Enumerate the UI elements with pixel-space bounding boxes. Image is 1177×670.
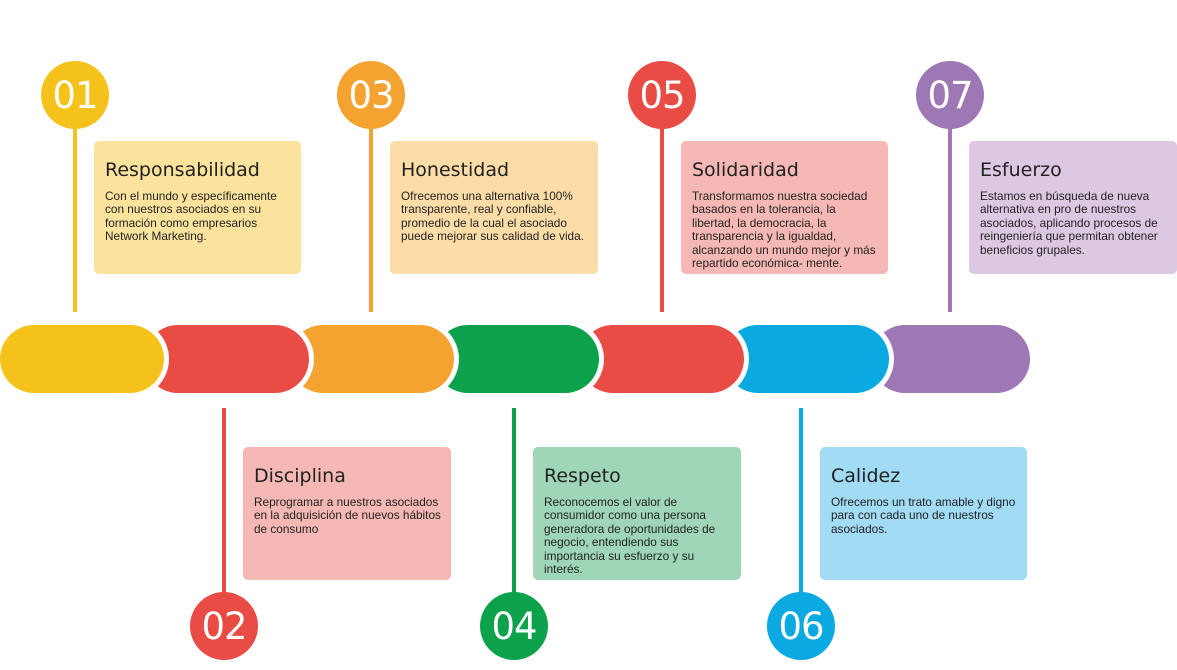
step-number-05: 05 [628, 61, 696, 129]
connector-02 [222, 408, 226, 608]
timeline-segment-06 [724, 325, 889, 393]
value-card-respeto: Respeto Reconocemos el valor de consumid… [533, 447, 741, 580]
card-description: Estamos en búsqueda de nueva alternativa… [980, 189, 1158, 257]
value-card-responsabilidad: Responsabilidad Con el mundo y específic… [94, 141, 301, 274]
timeline-segment-02 [144, 325, 309, 393]
card-description: Ofrecemos una alternativa 100% transpare… [401, 189, 584, 244]
step-number-06: 06 [767, 592, 835, 660]
card-title: Solidaridad [692, 159, 799, 181]
card-title: Responsabilidad [105, 159, 260, 181]
value-card-calidez: Calidez Ofrecemos un trato amable y dign… [820, 447, 1027, 580]
step-number-02: 02 [190, 592, 258, 660]
timeline-segment-04 [434, 325, 599, 393]
card-description: Reconocemos el valor de consumidor como … [544, 495, 716, 577]
connector-03 [369, 110, 373, 312]
card-title: Respeto [544, 465, 621, 487]
card-description: Ofrecemos un trato amable y digno para c… [831, 495, 1016, 536]
timeline-segment-07 [871, 325, 1030, 393]
timeline-segment-05 [579, 325, 744, 393]
connector-05 [660, 110, 664, 312]
connector-07 [948, 110, 952, 312]
step-number-03: 03 [337, 61, 405, 129]
card-description: Con el mundo y específicamente con nuest… [105, 189, 277, 244]
card-title: Honestidad [401, 159, 510, 181]
connector-06 [799, 408, 803, 608]
value-card-esfuerzo: Esfuerzo Estamos en búsqueda de nueva al… [969, 141, 1177, 274]
step-number-01: 01 [41, 61, 109, 129]
value-card-disciplina: Disciplina Reprogramar a nuestros asocia… [243, 447, 451, 580]
value-card-solidaridad: Solidaridad Transformamos nuestra socied… [681, 141, 888, 274]
connector-04 [512, 408, 516, 608]
card-title: Calidez [831, 465, 901, 487]
step-number-04: 04 [480, 592, 548, 660]
card-title: Disciplina [254, 465, 346, 487]
timeline-segment-03 [289, 325, 454, 393]
timeline-segment-01 [0, 325, 164, 393]
card-description: Reprogramar a nuestros asociados en la a… [254, 495, 441, 536]
card-title: Esfuerzo [980, 159, 1062, 181]
card-description: Transformamos nuestra sociedad basados e… [692, 189, 876, 271]
value-card-honestidad: Honestidad Ofrecemos una alternativa 100… [390, 141, 598, 274]
connector-01 [73, 110, 77, 312]
step-number-07: 07 [916, 61, 984, 129]
